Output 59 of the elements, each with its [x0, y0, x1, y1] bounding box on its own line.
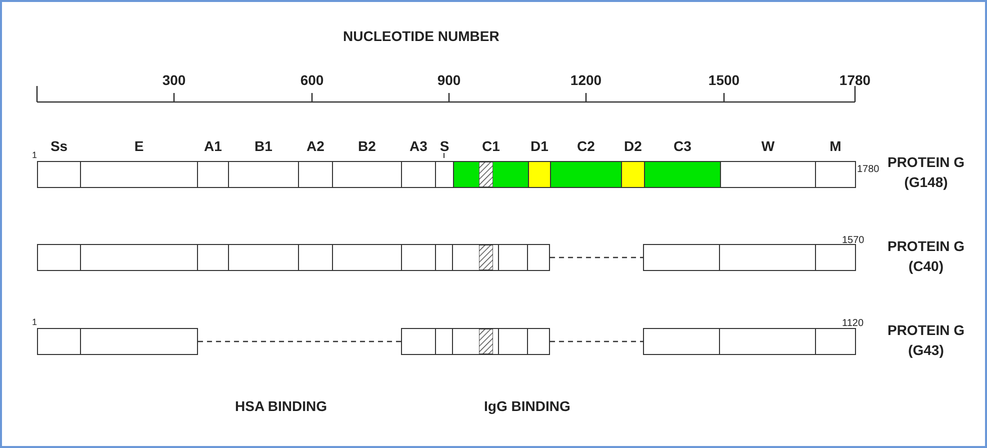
segment-box — [643, 244, 720, 271]
segment-label: A3 — [408, 138, 428, 154]
construct-label: PROTEIN G (G148) — [886, 153, 966, 192]
segment-box — [332, 244, 402, 271]
segment-label: A1 — [203, 138, 223, 154]
segment-label: A2 — [306, 138, 326, 154]
segment-box — [435, 328, 453, 355]
segment-box — [401, 328, 436, 355]
segment-label: C3 — [672, 138, 692, 154]
segment-label: S — [438, 138, 450, 154]
segment-label: D2 — [623, 138, 643, 154]
region-label: IgG BINDING — [484, 398, 570, 414]
segment-box — [815, 328, 856, 355]
axis-title: NUCLEOTIDE NUMBER — [343, 28, 500, 44]
construct-label: PROTEIN G (C40) — [886, 237, 966, 276]
segment-box — [298, 244, 333, 271]
position-number: 1120 — [842, 318, 864, 329]
segment-box — [228, 244, 299, 271]
tick-label: 1780 — [838, 72, 872, 88]
segment-box — [815, 244, 856, 271]
segment-box — [719, 244, 816, 271]
dashed-connector — [198, 340, 401, 342]
segment-label: B1 — [254, 138, 274, 154]
segment-box — [527, 244, 550, 271]
construct-label: PROTEIN G (G43) — [886, 321, 966, 360]
position-number: 1780 — [857, 164, 880, 175]
segment-box — [197, 244, 229, 271]
tick-label: 300 — [161, 72, 187, 88]
tick-label: 600 — [299, 72, 325, 88]
segment-label: C2 — [576, 138, 596, 154]
segment-box — [80, 244, 198, 271]
position-number: 1 — [32, 317, 38, 327]
position-number: 1570 — [842, 235, 864, 246]
segment-box — [498, 328, 528, 355]
segment-label: Ss — [49, 138, 69, 154]
segment-label: M — [828, 138, 842, 154]
segment-label: D1 — [530, 138, 550, 154]
tick-label: 1200 — [569, 72, 603, 88]
segment-label: C1 — [481, 138, 501, 154]
segment-box — [80, 328, 198, 355]
segment-label: W — [760, 138, 776, 154]
segment-box — [37, 244, 81, 271]
tick-label: 1500 — [707, 72, 741, 88]
segment-label: B2 — [357, 138, 377, 154]
dashed-connector — [550, 340, 643, 342]
segment-box — [435, 244, 453, 271]
segment-box — [527, 328, 550, 355]
region-label: HSA BINDING — [235, 398, 328, 414]
tick-label: 900 — [436, 72, 462, 88]
segment-box — [452, 244, 499, 271]
segment-box — [719, 328, 816, 355]
segment-box — [401, 244, 436, 271]
segment-box — [37, 328, 81, 355]
segment-label: E — [133, 138, 145, 154]
segment-box — [452, 328, 499, 355]
segment-box — [498, 244, 528, 271]
position-number: 1 — [32, 150, 38, 160]
dashed-connector — [550, 256, 643, 258]
segment-box — [643, 328, 720, 355]
